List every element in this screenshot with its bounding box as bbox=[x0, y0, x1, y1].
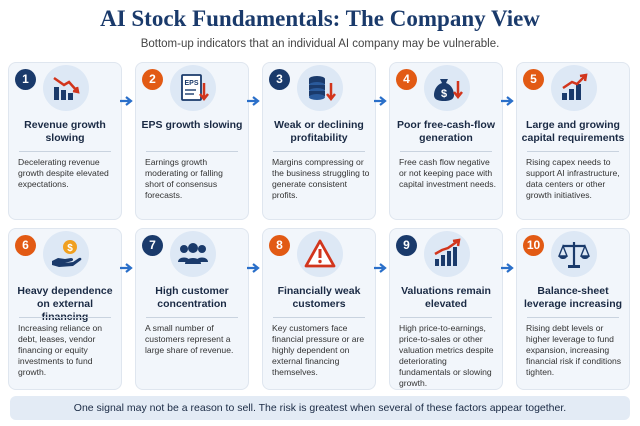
card-title: Valuations remain elevated bbox=[401, 285, 491, 310]
card-description: Free cash flow negative or not keeping p… bbox=[399, 157, 496, 189]
card-number: 1 bbox=[15, 69, 36, 90]
card-free-cash-flow: 4 $ Poor free-cash-flow generation Free … bbox=[389, 62, 503, 220]
coin-label: $ bbox=[67, 243, 73, 254]
card-divider bbox=[527, 317, 619, 318]
card-title: Revenue growth slowing bbox=[24, 119, 106, 144]
card-description: Decelerating revenue growth despite elev… bbox=[18, 157, 109, 189]
card-title: Large and growing capital requirements bbox=[521, 119, 625, 144]
card-eps-growth: 2 EPS EPS growth slowing Earnings growth… bbox=[135, 62, 249, 220]
rising-chart-icon bbox=[424, 231, 470, 277]
card-revenue-growth: 1 Revenue growth slowing Decelerating re… bbox=[8, 62, 122, 220]
card-divider bbox=[146, 317, 238, 318]
card-number: 4 bbox=[396, 69, 417, 90]
card-customer-concentration: 7 High customer concentration A small nu… bbox=[135, 228, 249, 390]
eps-document-icon: EPS bbox=[170, 65, 216, 111]
warning-triangle-icon bbox=[297, 231, 343, 277]
card-title: Heavy dependence on external financing bbox=[17, 285, 113, 323]
footer-note: One signal may not be a reason to sell. … bbox=[10, 396, 630, 420]
card-number: 10 bbox=[523, 235, 544, 256]
card-divider bbox=[400, 317, 492, 318]
card-divider bbox=[400, 151, 492, 152]
card-description: High price-to-earnings, price-to-sales o… bbox=[399, 323, 494, 388]
money-bag-down-icon: $ bbox=[424, 65, 470, 111]
arrow-right-icon bbox=[501, 263, 514, 273]
rising-bar-chart-icon bbox=[551, 65, 597, 111]
card-number: 2 bbox=[142, 69, 163, 90]
card-capital-requirements: 5 Large and growing capital requirements… bbox=[516, 62, 630, 220]
card-leverage: 10 Balance-sheet leverage increasing Ris… bbox=[516, 228, 630, 390]
arrow-right-icon bbox=[120, 96, 133, 106]
card-description: Increasing reliance on debt, leases, ven… bbox=[18, 323, 103, 377]
card-external-financing: 6 $ Heavy dependence on external financi… bbox=[8, 228, 122, 390]
card-title: Poor free-cash-flow generation bbox=[396, 119, 496, 144]
card-description: Key customers face financial pressure or… bbox=[272, 323, 365, 377]
card-description: A small number of customers represent a … bbox=[145, 323, 234, 355]
card-number: 5 bbox=[523, 69, 544, 90]
arrow-right-icon bbox=[501, 96, 514, 106]
page-title: AI Stock Fundamentals: The Company View bbox=[100, 6, 540, 31]
balance-scale-icon bbox=[551, 231, 597, 277]
card-divider bbox=[19, 317, 111, 318]
card-weak-customers: 8 Financially weak customers Key custome… bbox=[262, 228, 376, 390]
dollar-label: $ bbox=[441, 88, 447, 100]
card-description: Rising debt levels or higher leverage to… bbox=[526, 323, 622, 377]
arrow-right-icon bbox=[374, 263, 387, 273]
card-number: 7 bbox=[142, 235, 163, 256]
card-divider bbox=[273, 151, 365, 152]
card-description: Margins compressing or the business stru… bbox=[272, 157, 370, 200]
card-divider bbox=[146, 151, 238, 152]
card-title: Financially weak customers bbox=[277, 285, 361, 310]
card-description: Rising capex needs to support AI infrast… bbox=[526, 157, 620, 200]
people-group-icon bbox=[170, 231, 216, 277]
card-title: Balance-sheet leverage increasing bbox=[523, 285, 623, 310]
card-number: 3 bbox=[269, 69, 290, 90]
arrow-right-icon bbox=[374, 96, 387, 106]
arrow-right-icon bbox=[120, 263, 133, 273]
coin-stack-down-icon bbox=[297, 65, 343, 111]
card-divider bbox=[527, 151, 619, 152]
card-description: Earnings growth moderating or falling sh… bbox=[145, 157, 223, 200]
card-profitability: 3 Weak or declining profitability Margin… bbox=[262, 62, 376, 220]
card-number: 8 bbox=[269, 235, 290, 256]
card-number: 6 bbox=[15, 235, 36, 256]
card-number: 9 bbox=[396, 235, 417, 256]
card-title: High customer concentration bbox=[155, 285, 229, 310]
eps-label: EPS bbox=[184, 80, 198, 87]
declining-bar-chart-icon bbox=[43, 65, 89, 111]
card-valuations: 9 Valuations remain elevated High price-… bbox=[389, 228, 503, 390]
card-title: EPS growth slowing bbox=[141, 119, 243, 131]
card-title: Weak or declining profitability bbox=[274, 119, 364, 144]
card-divider bbox=[19, 151, 111, 152]
card-divider bbox=[273, 317, 365, 318]
arrow-right-icon bbox=[247, 96, 260, 106]
hand-coin-icon: $ bbox=[43, 231, 89, 277]
arrow-right-icon bbox=[247, 263, 260, 273]
page-subtitle: Bottom-up indicators that an individual … bbox=[140, 38, 500, 50]
